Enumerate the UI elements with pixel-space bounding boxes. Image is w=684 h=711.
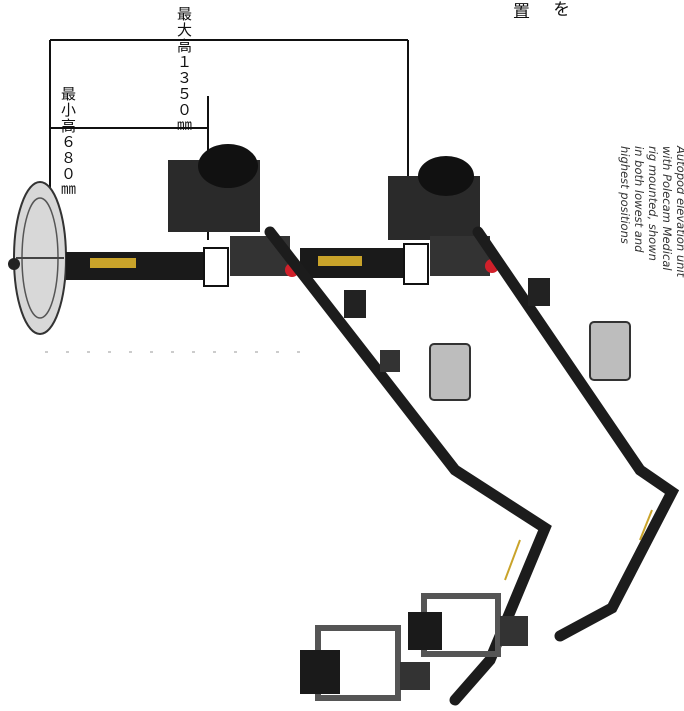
max-height-label: 最大高１３５０㎜	[175, 6, 193, 134]
corner-text-lower: 置	[509, 2, 529, 19]
battery-low	[429, 343, 471, 401]
min-height-label: 最小高６８０㎜	[59, 86, 77, 198]
corner-text-upper: を	[549, 0, 569, 17]
base-disk	[8, 181, 67, 335]
pole-low	[264, 226, 552, 706]
battery-high	[589, 321, 631, 381]
camera-mount-high	[408, 593, 528, 657]
rig-head-high	[388, 156, 499, 276]
pole-high	[472, 226, 680, 642]
camera-mount-low	[300, 625, 430, 701]
